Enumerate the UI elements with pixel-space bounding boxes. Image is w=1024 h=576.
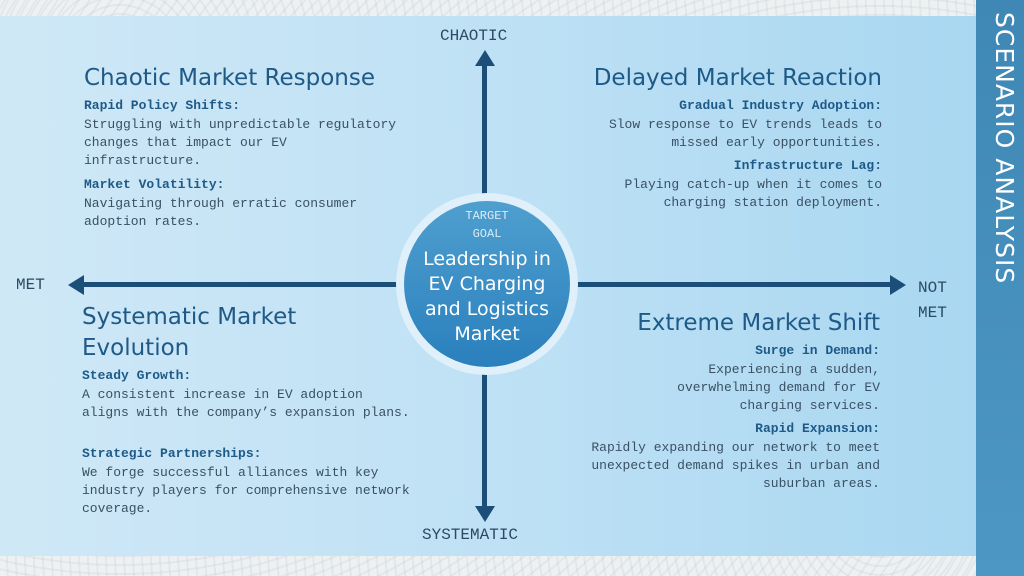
point-text: Playing catch-up when it comes to chargi…: [624, 177, 882, 210]
arrow-right-icon: [890, 275, 906, 295]
point-heading: Steady Growth:: [82, 368, 192, 383]
point-text: We forge successful alliances with key i…: [82, 465, 410, 516]
axis-label-top: CHAOTIC: [440, 27, 508, 45]
axis-label-right: NOT MET: [918, 279, 947, 322]
goal-text: Leadership in EV Charging and Logistics …: [423, 248, 551, 345]
arrow-down-icon: [475, 506, 495, 522]
point-heading: Infrastructure Lag:: [733, 158, 882, 173]
quadrant-title-bottom-right: Extreme Market Shift: [637, 310, 880, 336]
quadrant-title-top-right: Delayed Market Reaction: [593, 65, 882, 91]
point-text: Experiencing a sudden, overwhelming dema…: [677, 362, 880, 413]
quadrant-title-top-left: Chaotic Market Response: [84, 65, 376, 91]
point-heading: Gradual Industry Adoption:: [679, 98, 882, 113]
goal-label: GOAL: [472, 227, 502, 241]
axis-label-bottom: SYSTEMATIC: [422, 526, 519, 544]
point-text: Struggling with unpredictable regulatory…: [84, 117, 397, 168]
point-heading: Surge in Demand:: [755, 343, 880, 358]
target-label: TARGET: [465, 209, 509, 223]
point-heading: Strategic Partnerships:: [82, 446, 262, 461]
sidebar-title: SCENARIO ANALYSIS: [990, 12, 1019, 285]
point-heading: Rapid Policy Shifts:: [84, 98, 241, 113]
arrow-left-icon: [68, 275, 84, 295]
point-heading: Market Volatility:: [84, 177, 225, 192]
point-text: Rapidly expanding our network to meet un…: [591, 440, 880, 491]
point-heading: Rapid Expansion:: [755, 421, 880, 436]
axis-label-left: MET: [16, 276, 45, 294]
sidebar-band: [976, 0, 1024, 576]
point-text: A consistent increase in EV adoption ali…: [82, 387, 410, 420]
goal-circle: TARGET GOAL Leadership in EV Charging an…: [404, 201, 570, 367]
arrow-up-icon: [475, 50, 495, 66]
point-text: Navigating through erratic consumer adop…: [84, 196, 358, 229]
point-text: Slow response to EV trends leads to miss…: [608, 117, 882, 150]
quadrant-title-bottom-left: Systematic Market Evolution: [82, 304, 297, 361]
